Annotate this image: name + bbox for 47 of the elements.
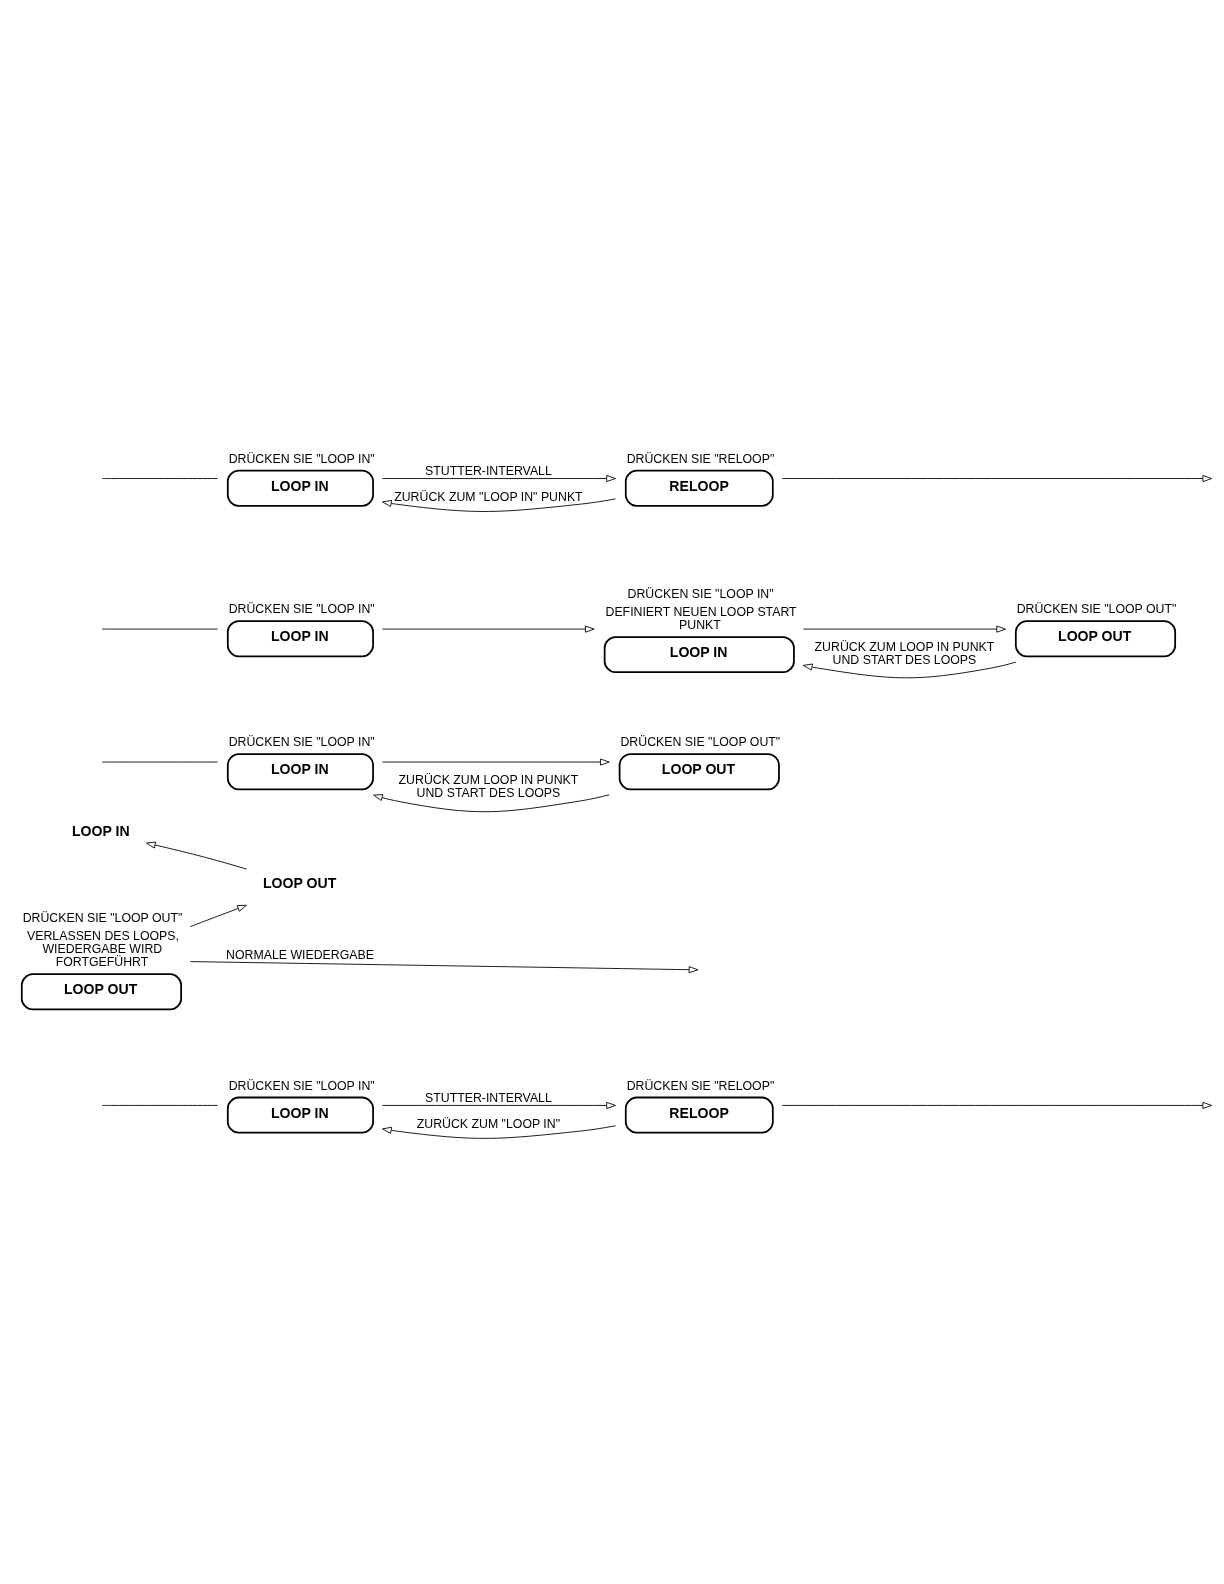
edge-label: ZURÜCK ZUM LOOP IN PUNKT UND START DES LOOPS [398,773,579,801]
node-label: DRÜCKEN SIE "LOOP IN" [228,451,375,466]
node-label: DRÜCKEN SIE "LOOP IN" [627,586,774,601]
arrow [382,498,616,512]
edge-label: ZURÜCK ZUM LOOP IN PUNKT UND START DES LOOPS [814,640,995,668]
node-box: LOOP OUT [1014,620,1177,658]
connector [101,1105,218,1106]
node-label: DRÜCKEN SIE "LOOP IN" [228,602,375,617]
edge-label: ZURÜCK ZUM "LOOP IN" [416,1116,561,1131]
arrow [382,1125,616,1139]
node-box: LOOP IN [603,636,795,674]
node-label: DRÜCKEN SIE "LOOP IN" [228,735,375,750]
arrow [373,794,610,813]
node-label: DRÜCKEN SIE "LOOP OUT" [620,735,781,750]
node-box: LOOP OUT [20,973,182,1011]
node-text: LOOP IN [71,822,130,839]
arrow [382,625,595,633]
node-text: LOOP OUT [263,874,337,891]
node-box: RELOOP [624,1096,774,1134]
edge-label: STUTTER-INTERVALL [425,1091,552,1106]
arrow [382,758,610,766]
edge-label: STUTTER-INTERVALL [425,464,552,479]
arrow [802,661,1017,679]
arrow [781,475,1213,483]
arrow [781,1101,1213,1109]
node-label: DRÜCKEN SIE "RELOOP" [626,1078,775,1093]
node-label: DRÜCKEN SIE "RELOOP" [626,451,775,466]
arrow [382,1101,616,1109]
node-label: DRÜCKEN SIE "LOOP OUT" [1016,602,1177,617]
node-box: LOOP IN [226,753,374,791]
edge-label: NORMALE WIEDERGABE [226,947,374,962]
arrow [189,904,247,927]
arrow [146,841,248,870]
arrow [382,475,616,483]
node-box: LOOP IN [226,620,374,658]
node-label: DEFINIERT NEUEN LOOP START PUNKT [605,605,797,633]
node-box: LOOP OUT [618,753,780,791]
node-label: DRÜCKEN SIE "LOOP IN" [228,1078,375,1093]
node-box: LOOP IN [226,469,374,507]
node-label: DRÜCKEN SIE "LOOP OUT" [22,910,183,925]
node-box: LOOP IN [226,1096,374,1134]
arrow [802,625,1007,633]
node-label: VERLASSEN DES LOOPS, WIEDERGABE WIRD FORTGEFÜHRT [27,929,179,970]
node-box: RELOOP [624,469,774,507]
arrow [190,961,699,974]
edge-label: ZURÜCK ZUM "LOOP IN" PUNKT [394,489,583,504]
connector [101,478,218,479]
